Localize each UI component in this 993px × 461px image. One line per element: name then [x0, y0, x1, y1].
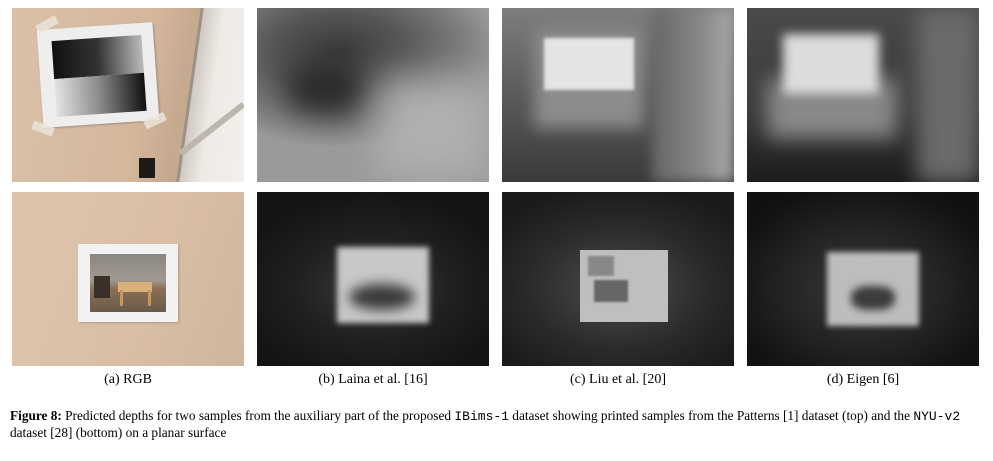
- depth-liu-bottom: [502, 192, 734, 366]
- caption-text: dataset [28] (bottom) on a planar surfac…: [10, 425, 227, 440]
- caption-text: Laina et al. [16]: [338, 372, 428, 387]
- depth-laina-top: [257, 8, 489, 182]
- depth-laina-bottom: [257, 192, 489, 366]
- dark-object: [139, 158, 155, 178]
- depth-dip: [349, 284, 415, 310]
- figure-caption: Figure 8: Predicted depths for two sampl…: [10, 408, 985, 441]
- caption-text: dataset showing printed samples from the…: [508, 408, 914, 423]
- depth-object: [588, 256, 614, 276]
- gradient-band-lower: [54, 72, 147, 117]
- depth-object: [851, 286, 895, 310]
- photo-table-leg: [120, 290, 123, 306]
- subfigure-captions: (a) RGB (b) Laina et al. [16] (c) Liu et…: [12, 372, 979, 388]
- photo-table-leg: [148, 290, 151, 306]
- caption-a: (a) RGB: [12, 372, 244, 388]
- depth-object: [594, 280, 628, 302]
- caption-text: RGB: [123, 372, 152, 387]
- rgb-image-bottom: [12, 192, 244, 366]
- photo-dark-object: [94, 276, 110, 298]
- caption-text: Liu et al. [20]: [589, 372, 667, 387]
- printed-pattern-sheet: [36, 22, 160, 128]
- depth-liu-top: [502, 8, 734, 182]
- caption-c: (c) Liu et al. [20]: [502, 372, 734, 388]
- depth-sheet-region: [544, 38, 634, 90]
- caption-b: (b) Laina et al. [16]: [257, 372, 489, 388]
- figure-label: Figure 8:: [10, 408, 62, 423]
- dataset-name: IBims-1: [454, 409, 509, 424]
- printed-photo-sheet: [78, 244, 178, 322]
- depth-side-region: [917, 8, 979, 182]
- depth-side-region: [652, 8, 734, 182]
- depth-light-region: [377, 78, 487, 178]
- caption-label: (b): [318, 372, 335, 387]
- nyu-photo: [90, 254, 166, 312]
- caption-label: (d): [826, 372, 844, 387]
- depth-eigen-top: [747, 8, 979, 182]
- caption-label: (c): [569, 372, 586, 387]
- caption-label: (a): [104, 372, 120, 387]
- caption-text: Eigen [6]: [846, 372, 900, 387]
- dataset-name: NYU-v2: [913, 409, 961, 424]
- depth-eigen-bottom: [747, 192, 979, 366]
- rgb-image-top: [12, 8, 244, 182]
- photo-table: [118, 282, 152, 292]
- depth-blob: [287, 63, 367, 113]
- whiteboard: [173, 8, 244, 182]
- figure-image-grid: [12, 8, 979, 366]
- caption-text: Predicted depths for two samples from th…: [61, 408, 455, 423]
- gradient-band-upper: [51, 34, 144, 80]
- depth-sheet-region: [783, 34, 879, 94]
- caption-d: (d) Eigen [6]: [747, 372, 979, 388]
